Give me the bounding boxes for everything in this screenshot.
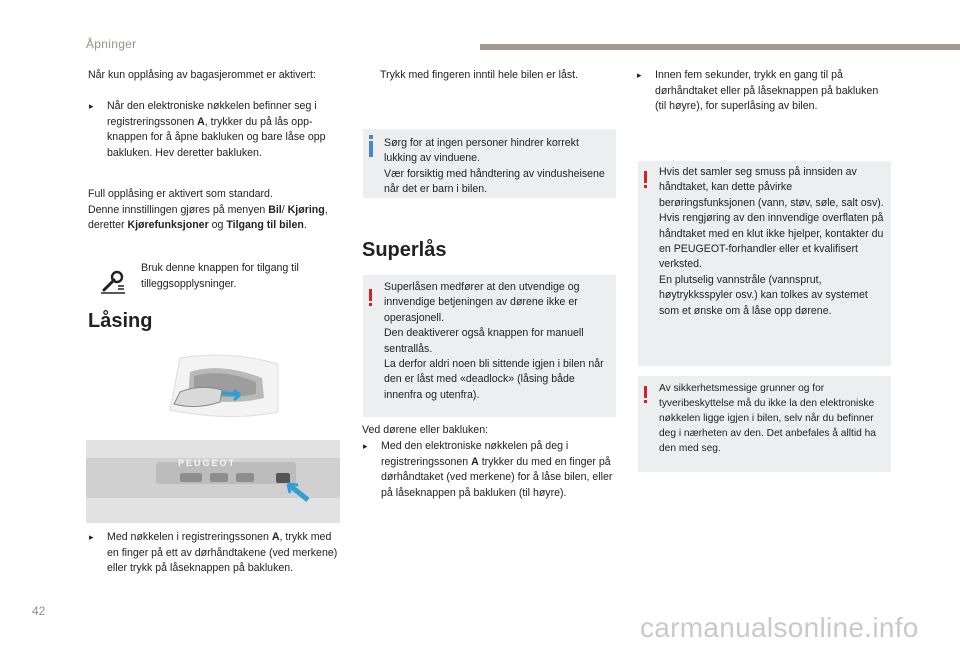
warning-box-text: Superlåsen medfører at den utvendige og … (384, 281, 604, 401)
heading-lasing: Låsing (88, 310, 153, 332)
warning-box-text: Hvis det samler seg smuss på innsiden av… (659, 166, 884, 317)
watermark: carmanualsonline.info (640, 612, 919, 643)
brand-logo-text: PEUGEOT (178, 458, 237, 468)
list-item: Med nøkkelen i registreringssonen A, try… (88, 530, 342, 577)
header-bar (480, 44, 960, 50)
heading-superlas: Superlås (362, 239, 447, 261)
menu-settings-icon[interactable] (98, 266, 128, 296)
info-box: Sørg for at ingen personer hindrer korre… (363, 129, 616, 198)
warning-box-key: Av sikkerhetsmessige grunner og for tyve… (638, 376, 891, 472)
doors-intro: Ved dørene eller bakluken: (362, 424, 489, 436)
page-number: 42 (32, 604, 46, 618)
info-icon (369, 135, 373, 157)
superlock-list: Innen fem sekunder, trykk en gang til på… (636, 68, 891, 115)
unlock-boot-intro: Når kun opplåsing av bagasjerommet er ak… (88, 69, 316, 81)
warning-box-dirt: Hvis det samler seg smuss på innsiden av… (638, 161, 891, 366)
warning-icon (369, 289, 372, 306)
warning-box-superlas: Superlåsen medfører at den utvendige og … (363, 275, 616, 417)
list-item: Med den elektroniske nøkkelen på deg i r… (362, 439, 618, 501)
door-handle-illustration (160, 352, 280, 424)
hold-finger-text: Trykk med fingeren inntil hele bilen er … (380, 69, 579, 81)
unlock-boot-list: Når den elektroniske nøkkelen befinner s… (88, 99, 342, 161)
warning-icon (644, 386, 647, 403)
tailgate-illustration: PEUGEOT (86, 440, 340, 523)
lock-list: Med nøkkelen i registreringssonen A, try… (88, 530, 342, 577)
warning-box-text: Av sikkerhetsmessige grunner og for tyve… (659, 383, 876, 454)
info-box-text: Sørg for at ingen personer hindrer korre… (384, 137, 605, 196)
doors-list: Med den elektroniske nøkkelen på deg i r… (362, 439, 618, 501)
warning-icon (644, 171, 647, 188)
list-item: Når den elektroniske nøkkelen befinner s… (88, 99, 342, 161)
button-note: Bruk denne knappen for tilgang til tille… (141, 262, 299, 290)
full-unlock-paragraph: Full opplåsing er aktivert som standard.… (88, 188, 328, 232)
list-item: Innen fem sekunder, trykk en gang til på… (636, 68, 891, 115)
section-title: Åpninger (86, 37, 137, 51)
